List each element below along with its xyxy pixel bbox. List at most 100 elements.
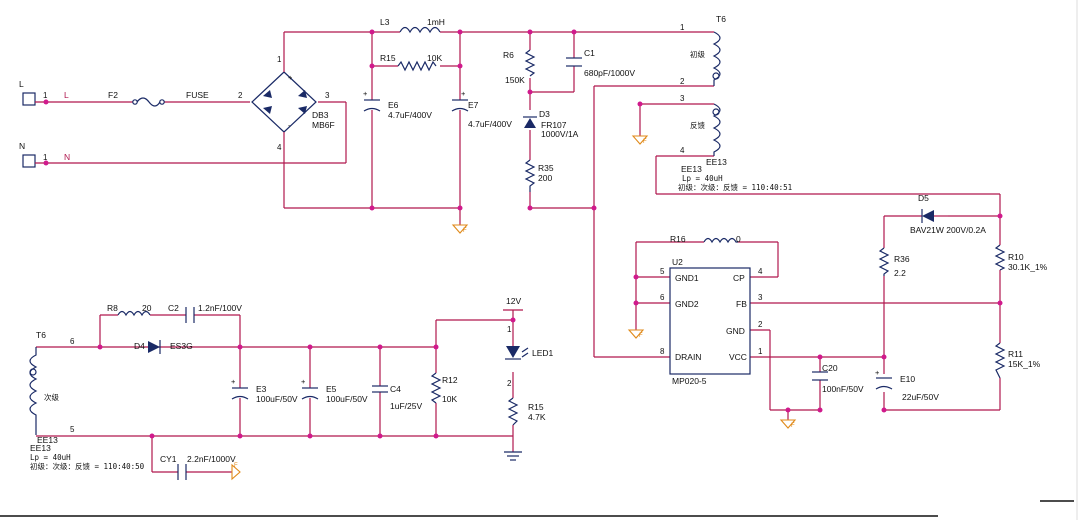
svg-text:+: + xyxy=(461,89,466,98)
resistor-r16: R16 0 xyxy=(670,234,741,244)
svg-text:GND: GND xyxy=(726,326,745,336)
svg-text:次级: 次级 xyxy=(44,392,59,402)
svg-text:3: 3 xyxy=(680,94,685,103)
inductor-l3: L3 1mH xyxy=(380,17,445,34)
capacitor-cy1: CY1 2.2nF/1000V xyxy=(160,454,236,480)
svg-text:0: 0 xyxy=(736,234,741,244)
ic-u2: U2 MP020-5 GND1 GND2 DRAIN CP FB GND VCC… xyxy=(660,257,763,386)
svg-text:1: 1 xyxy=(277,55,282,64)
svg-text:F: F xyxy=(791,423,795,429)
svg-text:F2: F2 xyxy=(108,90,118,100)
connector-l: L 1 L xyxy=(19,79,69,106)
svg-text:2: 2 xyxy=(238,91,243,100)
svg-text:4: 4 xyxy=(277,143,282,152)
svg-text:F: F xyxy=(234,463,238,469)
capacitor-c2: C2 1.2nF/100V xyxy=(168,303,242,323)
svg-text:100uF/50V: 100uF/50V xyxy=(256,394,298,404)
diode-d4: D4 ES3G xyxy=(134,340,193,354)
svg-text:EE13: EE13 xyxy=(30,443,51,453)
svg-text:R16: R16 xyxy=(670,234,686,244)
svg-text:GND1: GND1 xyxy=(675,273,699,283)
resistor-r35: R35 200 xyxy=(524,159,554,192)
svg-text:1mH: 1mH xyxy=(427,17,445,27)
svg-text:ES3G: ES3G xyxy=(170,341,193,351)
capacitor-e3: + E3 100uF/50V xyxy=(231,377,298,404)
svg-text:FR107: FR107 xyxy=(541,120,567,130)
svg-text:R8: R8 xyxy=(107,303,118,313)
svg-text:C2: C2 xyxy=(168,303,179,313)
svg-text:1: 1 xyxy=(43,153,48,162)
ground-earth-secondary xyxy=(504,451,522,461)
capacitor-c20: C20 100nF/50V xyxy=(812,363,864,394)
svg-text:2: 2 xyxy=(507,379,512,388)
svg-text:+: + xyxy=(875,368,880,377)
connector-n: N 1 N xyxy=(19,141,70,168)
svg-text:U2: U2 xyxy=(672,257,683,267)
svg-text:FUSE: FUSE xyxy=(186,90,209,100)
svg-text:T6: T6 xyxy=(36,330,46,340)
svg-text:L: L xyxy=(64,90,69,100)
svg-text:L3: L3 xyxy=(380,17,390,27)
svg-text:5: 5 xyxy=(660,267,665,276)
svg-text:EE13: EE13 xyxy=(706,157,727,167)
svg-text:D3: D3 xyxy=(539,109,550,119)
svg-text:R15: R15 xyxy=(380,53,396,63)
svg-text:12V: 12V xyxy=(506,296,521,306)
svg-text:30.1K_1%: 30.1K_1% xyxy=(1008,262,1048,272)
svg-text:R12: R12 xyxy=(442,375,458,385)
svg-text:150K: 150K xyxy=(505,75,525,85)
svg-text:DB3: DB3 xyxy=(312,110,329,120)
svg-text:3: 3 xyxy=(325,91,330,100)
svg-text:1: 1 xyxy=(758,347,763,356)
svg-text:初级：次级：反馈 = 110:40:51: 初级：次级：反馈 = 110:40:51 xyxy=(678,182,792,192)
svg-text:1000V/1A: 1000V/1A xyxy=(541,129,579,139)
svg-text:20: 20 xyxy=(142,303,152,313)
resistor-r6: R6 150K xyxy=(503,49,536,85)
svg-text:CY1: CY1 xyxy=(160,454,177,464)
svg-text:F: F xyxy=(463,228,467,234)
resistor-r15-top: R15 10K xyxy=(380,53,442,72)
svg-text:L: L xyxy=(19,79,24,89)
svg-text:R10: R10 xyxy=(1008,252,1024,262)
svg-text:6: 6 xyxy=(660,293,665,302)
svg-text:FB: FB xyxy=(736,299,747,309)
svg-text:DRAIN: DRAIN xyxy=(675,352,701,362)
svg-text:4.7uF/400V: 4.7uF/400V xyxy=(388,110,432,120)
led-led1: 1 2 LED1 xyxy=(505,325,554,388)
svg-text:N: N xyxy=(64,152,70,162)
capacitor-e7: + E7 4.7uF/400V xyxy=(451,89,512,129)
resistor-r10: R10 30.1K_1% xyxy=(994,244,1048,272)
resistor-r15-bottom: R15 4.7K xyxy=(507,397,546,426)
svg-text:R6: R6 xyxy=(503,50,514,60)
svg-text:EE13: EE13 xyxy=(681,164,702,174)
svg-text:+: + xyxy=(363,89,368,98)
junction-dots xyxy=(43,29,1003,439)
capacitor-e10: + E10 22uF/50V xyxy=(875,368,939,402)
svg-text:E10: E10 xyxy=(900,374,915,384)
svg-text:2.2: 2.2 xyxy=(894,268,906,278)
svg-text:4: 4 xyxy=(680,146,685,155)
svg-text:1: 1 xyxy=(680,23,685,32)
svg-text:10K: 10K xyxy=(442,394,457,404)
diode-d3: D3 FR107 1000V/1A xyxy=(523,109,579,139)
svg-text:1uF/25V: 1uF/25V xyxy=(390,401,422,411)
svg-text:F: F xyxy=(643,139,647,145)
ground-cy1: F xyxy=(231,463,241,481)
svg-text:初级: 初级 xyxy=(690,49,705,59)
svg-text:3: 3 xyxy=(758,293,763,302)
wires-snubber xyxy=(529,32,684,358)
svg-text:1: 1 xyxy=(43,91,48,100)
capacitor-c1: C1 680pF/1000V xyxy=(566,48,635,78)
svg-text:8: 8 xyxy=(660,347,665,356)
svg-text:+: + xyxy=(301,377,306,386)
svg-text:10K: 10K xyxy=(427,53,442,63)
svg-text:+: + xyxy=(231,377,236,386)
svg-text:F: F xyxy=(639,333,643,339)
capacitor-e6: + E6 4.7uF/400V xyxy=(363,89,432,120)
svg-text:E7: E7 xyxy=(468,100,479,110)
svg-text:4.7uF/400V: 4.7uF/400V xyxy=(468,119,512,129)
svg-text:2.2nF/1000V: 2.2nF/1000V xyxy=(187,454,236,464)
svg-text:MB6F: MB6F xyxy=(312,120,335,130)
ground-feedback: F xyxy=(631,135,649,145)
